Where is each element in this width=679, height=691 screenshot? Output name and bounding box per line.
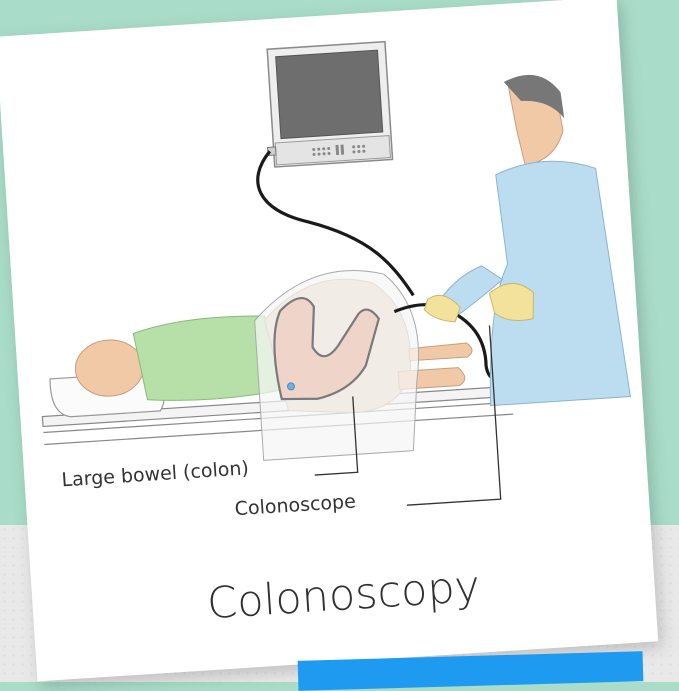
illustration-card: Large bowel (colon) Colonoscope Colonosc… bbox=[0, 0, 658, 681]
scope-tip-indicator bbox=[287, 383, 294, 390]
video-monitor bbox=[261, 42, 392, 168]
